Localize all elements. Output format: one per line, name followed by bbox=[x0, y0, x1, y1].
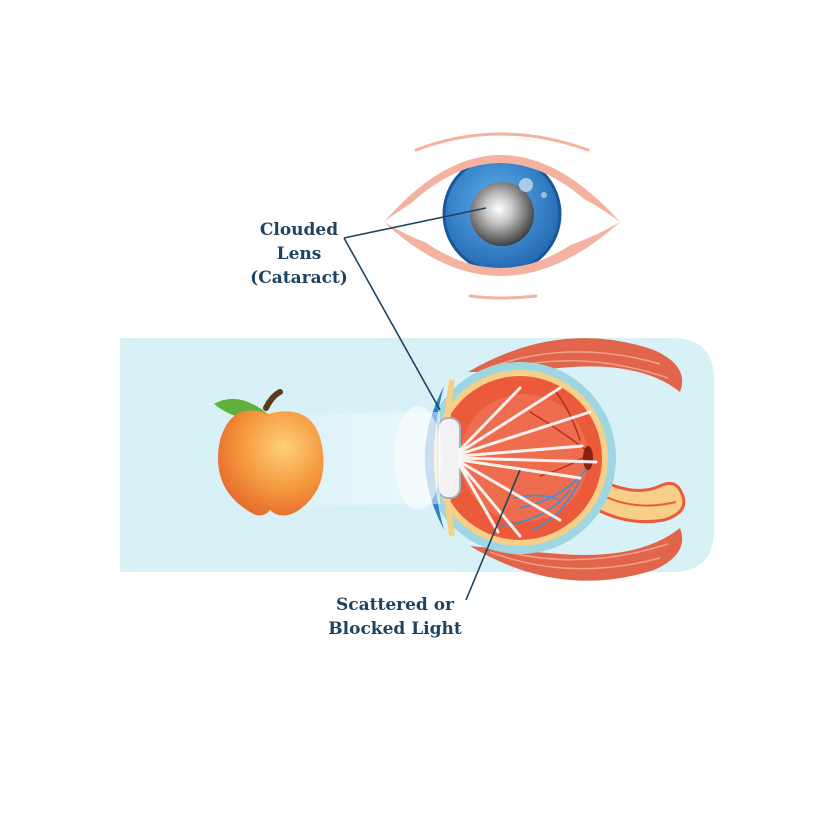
upper-eyelid bbox=[384, 155, 620, 222]
scattered-light-label: Scattered or Blocked Light bbox=[326, 593, 464, 641]
eye-cross-section-icon bbox=[282, 338, 686, 581]
pointer-line-section-lens bbox=[343, 237, 441, 411]
cataract-label-line2: Lens bbox=[276, 244, 322, 264]
upper-muscle bbox=[468, 338, 683, 392]
apple-icon bbox=[214, 389, 324, 516]
pointer-line-front-lens bbox=[343, 207, 487, 239]
cataract-label-line3: (Cataract) bbox=[250, 268, 348, 288]
pointer-line-scatter bbox=[465, 469, 521, 601]
cataract-label: Clouded Lens (Cataract) bbox=[246, 218, 352, 290]
scattered-light-label-line1: Scattered or bbox=[335, 595, 455, 615]
optic-disc bbox=[583, 446, 593, 470]
eye-front-icon bbox=[384, 132, 620, 300]
apple-body bbox=[218, 410, 324, 516]
lower-muscle bbox=[470, 528, 683, 581]
clouded-lens bbox=[470, 182, 534, 246]
cataract-label-line1: Clouded bbox=[259, 220, 339, 240]
lower-eyelid bbox=[384, 222, 620, 276]
apple-stem bbox=[263, 389, 283, 411]
scattered-light-label-line2: Blocked Light bbox=[328, 619, 462, 639]
